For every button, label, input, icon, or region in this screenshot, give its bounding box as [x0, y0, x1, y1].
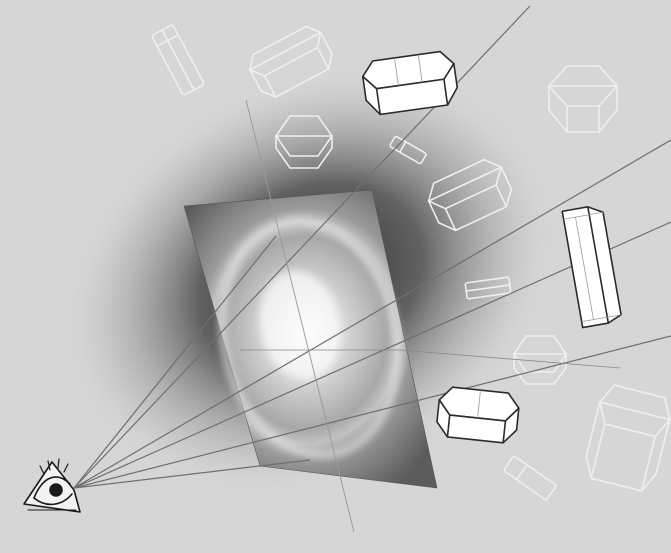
hexagonal-crystal-icon — [361, 50, 460, 116]
hexagonal-crystal-icon — [436, 386, 521, 444]
